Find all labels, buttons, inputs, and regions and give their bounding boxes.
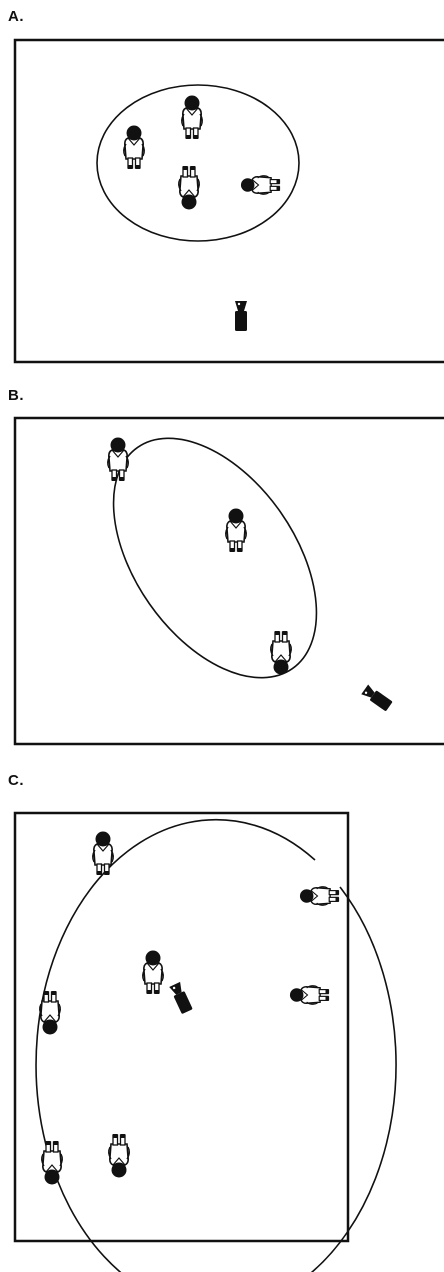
person-icon xyxy=(241,176,280,195)
panel-c-frame xyxy=(15,813,348,1241)
person-icon xyxy=(42,1141,63,1185)
person-icon xyxy=(271,631,292,675)
person-icon xyxy=(93,832,114,876)
group-ellipse xyxy=(36,820,396,1272)
person-icon xyxy=(109,1134,130,1178)
person-icon xyxy=(290,986,329,1005)
camera-icon xyxy=(361,684,392,711)
person-icon xyxy=(124,126,145,170)
person-icon xyxy=(179,166,200,210)
camera-icon xyxy=(169,982,193,1014)
person-icon xyxy=(182,96,203,140)
camera-icon xyxy=(235,301,247,331)
person-icon xyxy=(226,509,247,553)
person-icon xyxy=(143,951,164,995)
person-icon xyxy=(300,887,339,906)
